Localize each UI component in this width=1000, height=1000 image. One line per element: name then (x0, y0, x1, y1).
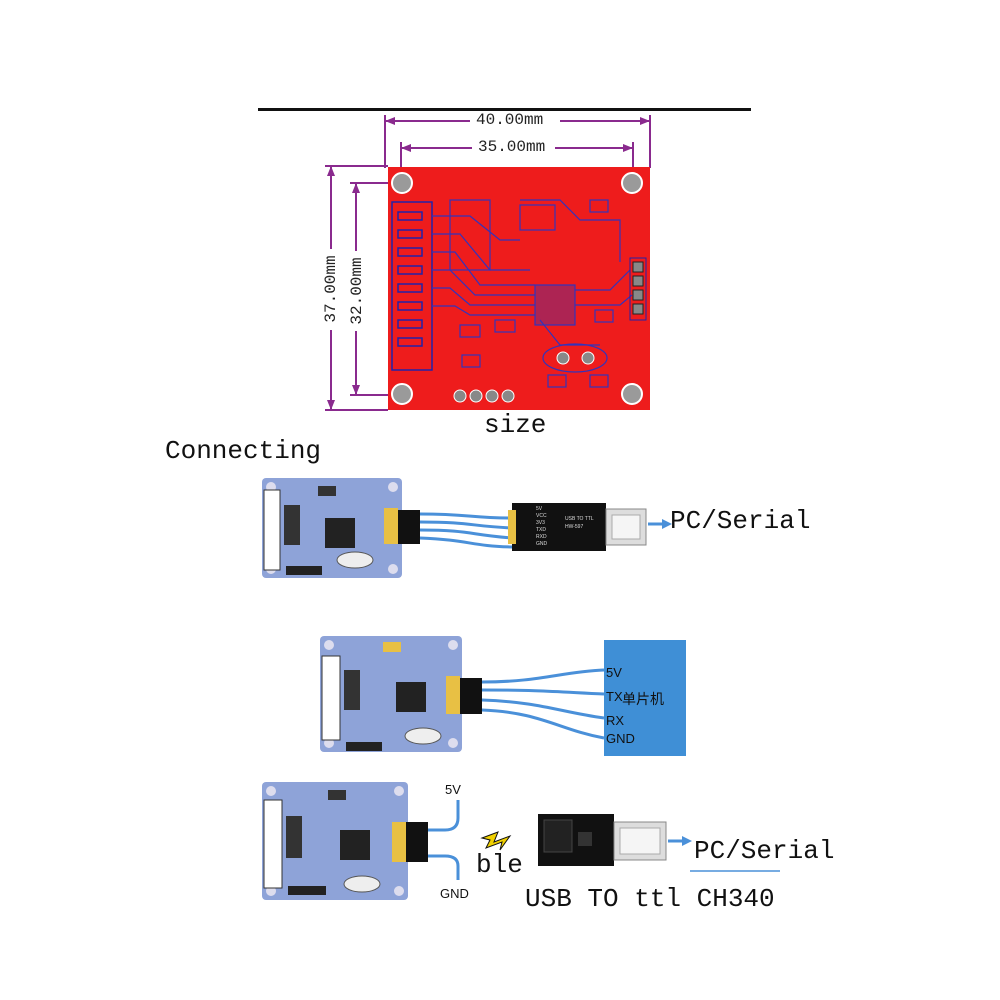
adapter-pin-rxd: RXD (536, 534, 547, 540)
mcu-pin-labels: 5V TX RX GND (606, 661, 635, 751)
pc-serial-label-3: PC/Serial (694, 836, 835, 866)
adapter-text-2: HW-597 (565, 524, 584, 530)
module-board-3 (262, 782, 408, 900)
ble-label: ble (476, 850, 523, 880)
wires-2 (481, 668, 605, 740)
mcu-box (604, 640, 686, 756)
ground-label: GND (440, 886, 469, 901)
mcu-pin-tx: TX (606, 689, 623, 704)
module-1-pins (398, 510, 420, 544)
pcb-traces (432, 199, 633, 388)
size-caption: size (484, 410, 547, 440)
left-connector (391, 201, 433, 371)
adapter-pin-vcc: VCC (536, 513, 547, 519)
adapter-pin-gnd: GND (536, 541, 548, 547)
adapter-pin-5v: 5V (536, 506, 543, 512)
dim-outer-width: 40.00mm (474, 111, 546, 129)
wires-1 (419, 512, 513, 549)
power-label: 5V (445, 782, 461, 797)
connecting-caption: Connecting (165, 436, 322, 466)
adapter-text-1: USB TO TTL (565, 516, 594, 522)
module-3-chip (340, 830, 370, 860)
top-rule (258, 108, 751, 111)
mcu-pin-5v: 5V (606, 665, 622, 680)
bottom-header (453, 351, 595, 403)
adapter-pin-txd: TXD (536, 527, 546, 533)
dim-inner-width: 35.00mm (476, 138, 548, 156)
mounting-holes (391, 172, 643, 405)
module-3-pins (406, 822, 428, 862)
mcu-pin-rx: RX (606, 713, 625, 728)
module-1-chip (325, 518, 355, 548)
mcu-label: 单片机 (622, 691, 664, 707)
pc-serial-label-1: PC/Serial (670, 506, 811, 536)
module-1-connector (263, 489, 281, 571)
module-board-2 (320, 636, 462, 752)
module-2-pins (460, 678, 482, 714)
adapter-pin-labels-1: 5V VCC 3V3 TXD RXD GND (536, 506, 547, 548)
usb-ttl-caption: USB TO ttl CH340 (525, 884, 775, 914)
adapter-pin-3v3: 3V3 (536, 520, 545, 526)
wires-3 (428, 800, 460, 880)
right-header (629, 257, 647, 321)
wireless-bolt-icon (480, 831, 512, 851)
mcu-pin-gnd: GND (606, 731, 635, 746)
module-2-chip (396, 682, 426, 712)
usb-ttl-adapter-1 (512, 503, 606, 551)
dimension-arrows (327, 117, 650, 410)
